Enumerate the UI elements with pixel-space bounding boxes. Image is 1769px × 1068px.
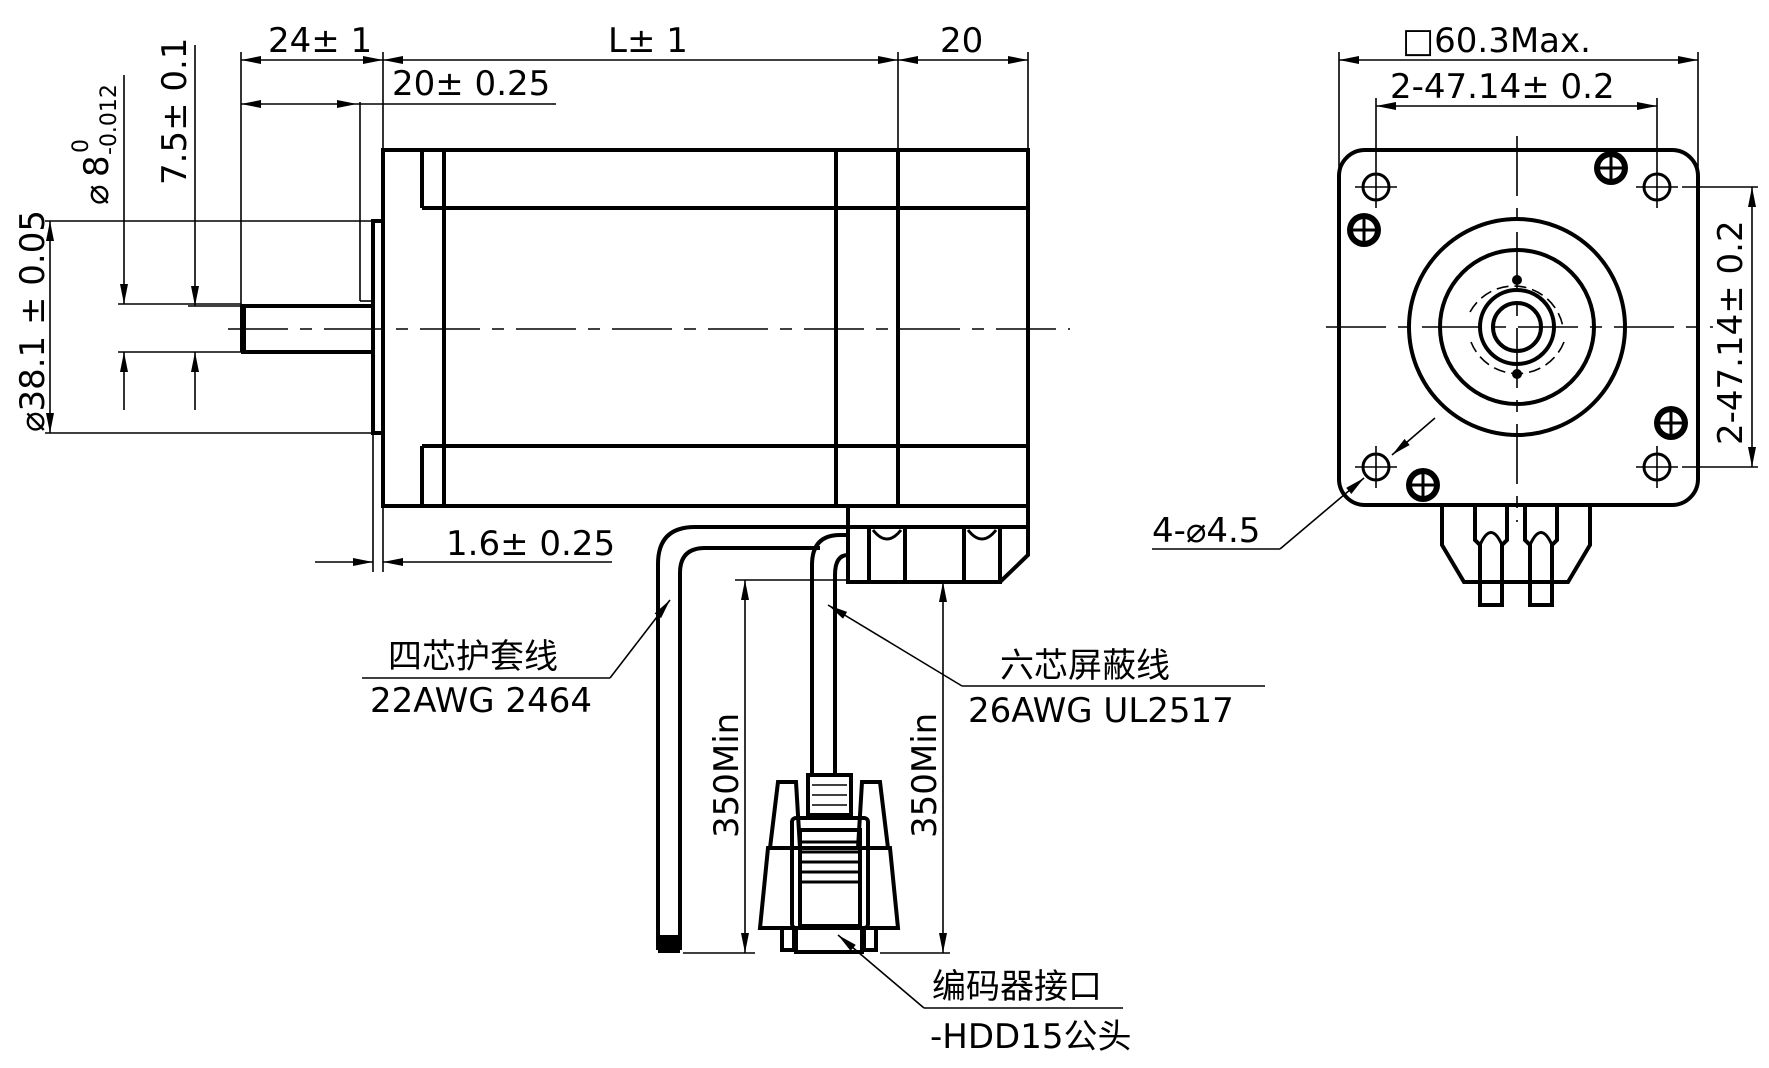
power-cable — [656, 525, 848, 953]
encoder-cable-label: 六芯屏蔽线 — [1000, 646, 1170, 686]
top-dimensions: 24± 1 L± 1 20 20± 0.25 — [240, 21, 1029, 306]
encoder-cable-spec: 26AWG UL2517 — [968, 691, 1234, 731]
svg-text:-0.012: -0.012 — [97, 84, 122, 155]
pilot-boss — [371, 219, 385, 435]
side-view: 24± 1 L± 1 20 20± 0.25 ⌀38.1 ± 0.05 ⌀ — [13, 21, 1265, 1057]
motor-shaft — [240, 102, 373, 354]
front-cable-outlet — [1440, 505, 1592, 607]
cable-length-dimensions: 350Min 350Min — [683, 579, 950, 954]
flange-square-dimension: □60.3Max. — [1402, 21, 1591, 61]
hole-spacing-vertical-dimension: 2-47.14± 0.2 — [1711, 220, 1751, 445]
screw-icon — [1347, 213, 1381, 247]
pilot-height-dimension: 1.6± 0.25 — [446, 524, 615, 564]
hole-spacing-horizontal-dimension: 2-47.14± 0.2 — [1390, 67, 1615, 107]
svg-text:8: 8 — [77, 155, 117, 177]
mounting-hole-callout: 4-⌀4.5 — [1152, 417, 1436, 551]
front-right-dimension: 2-47.14± 0.2 — [1682, 186, 1758, 468]
shaft-length-dimension: 24± 1 — [268, 21, 372, 61]
pilot-height-dimension-group: 1.6± 0.25 — [315, 433, 615, 572]
boss-to-key-dimension: 20± 0.25 — [392, 64, 550, 104]
screw-icon — [1654, 406, 1688, 440]
power-cable-label: 四芯护套线 — [388, 637, 558, 677]
rear-length-dimension: 20 — [940, 21, 983, 61]
mounting-holes-dimension: 4-⌀4.5 — [1152, 511, 1260, 551]
pilot-diameter-dimension: ⌀38.1 ± 0.05 — [13, 210, 53, 432]
body-length-dimension: L± 1 — [608, 21, 688, 61]
power-cable-spec: 22AWG 2464 — [370, 681, 592, 721]
left-dimensions: ⌀38.1 ± 0.05 ⌀ 8 0 -0.012 7.5± 0.1 — [13, 38, 373, 434]
cable-length-left-dimension: 350Min — [707, 713, 747, 838]
screw-icon — [1406, 468, 1440, 502]
mounting-holes — [1355, 166, 1678, 488]
svg-text:0: 0 — [69, 139, 94, 153]
front-top-dimensions: □60.3Max. 2-47.14± 0.2 — [1338, 21, 1699, 180]
encoder-connector-callout: 编码器接口 -HDD15公头 — [837, 934, 1131, 1057]
hdd15-connector — [757, 773, 901, 954]
cable-outlet-block — [846, 506, 1030, 584]
encoder-cable — [810, 533, 849, 775]
encoder-cable-callout: 六芯屏蔽线 26AWG UL2517 — [827, 604, 1265, 731]
cable-length-right-dimension: 350Min — [905, 713, 945, 838]
flat-width-dimension: 7.5± 0.1 — [155, 38, 195, 185]
screw-icon — [1594, 151, 1628, 185]
front-view: □60.3Max. 2-47.14± 0.2 2-47.14± 0.2 4-⌀4… — [1152, 21, 1758, 607]
screw-icons — [1347, 151, 1688, 502]
encoder-connector-label: 编码器接口 — [932, 967, 1102, 1007]
encoder-connector-spec: -HDD15公头 — [930, 1017, 1131, 1057]
motor-body — [381, 148, 1030, 508]
svg-text:⌀: ⌀ — [77, 185, 117, 205]
power-cable-callout: 四芯护套线 22AWG 2464 — [362, 599, 671, 721]
shaft-diameter-dimension: ⌀ 8 0 -0.012 — [69, 84, 122, 205]
